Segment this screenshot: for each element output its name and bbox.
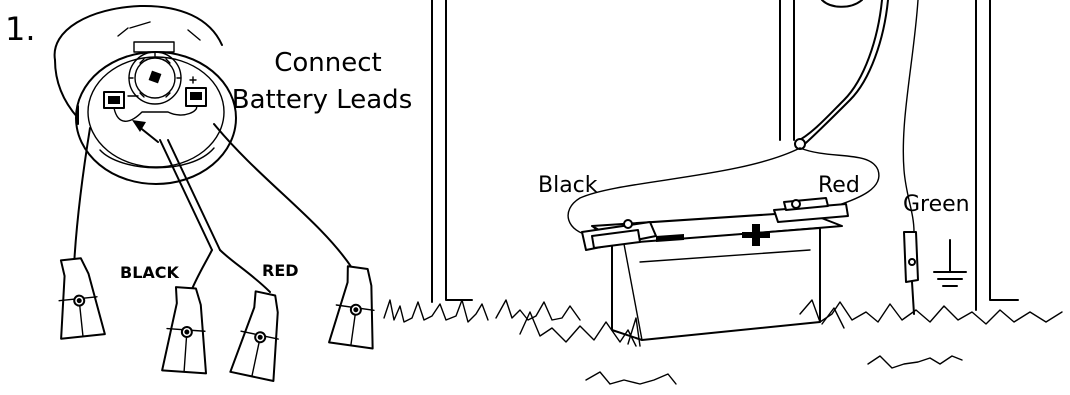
black-clip-label: BLACK (120, 263, 180, 282)
alligator-clip-icon (903, 231, 919, 315)
alligator-clip-icon (328, 265, 375, 350)
energizer-housing-icon (53, 4, 237, 185)
red-clip-label: RED (262, 261, 299, 280)
heading-line-1: Connect (274, 48, 382, 78)
ground-symbol-icon (933, 239, 967, 287)
step-number: 1. (5, 10, 36, 48)
wires-to-battery (567, 0, 919, 237)
grass-icon (383, 299, 1063, 385)
car-battery-icon: − + (581, 197, 849, 341)
alligator-clip-icon (161, 286, 208, 375)
alligator-clip-icon (229, 290, 279, 382)
fence-post-icon (431, 0, 1019, 311)
red-battery-label: Red (818, 173, 860, 198)
black-battery-label: Black (538, 173, 598, 198)
alligator-clip-icon (58, 257, 106, 340)
heading-line-2: Battery Leads (232, 85, 413, 115)
green-lead-label: Green (903, 192, 970, 217)
